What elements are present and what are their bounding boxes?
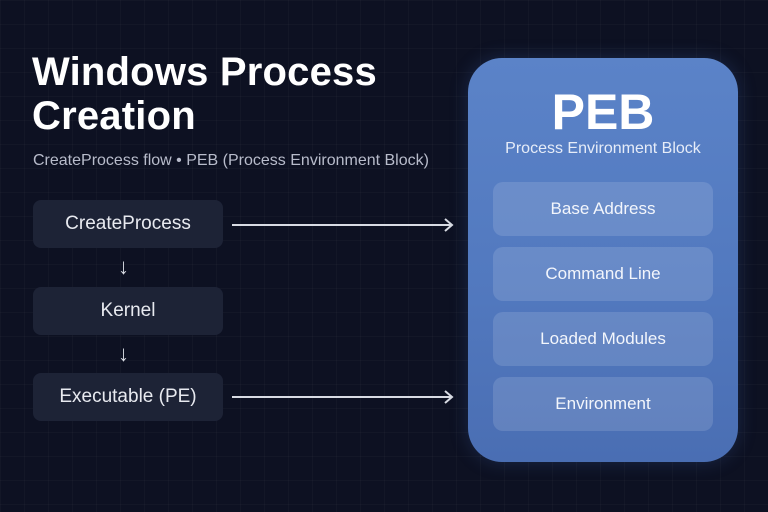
flow-step-executable: Executable (PE) <box>33 373 223 421</box>
peb-card: PEB Process Environment Block Base Addre… <box>468 58 738 462</box>
down-arrow-icon: ↓ <box>118 254 129 279</box>
flow-step-kernel: Kernel <box>33 287 223 335</box>
right-arrow-icon <box>232 390 454 404</box>
down-arrow-icon: ↓ <box>118 341 129 366</box>
peb-field-base-address: Base Address <box>493 182 713 236</box>
page-subtitle: CreateProcess flow • PEB (Process Enviro… <box>33 152 429 169</box>
page-title: Windows Process Creation <box>32 50 377 138</box>
peb-field-command-line: Command Line <box>493 247 713 301</box>
peb-title: PEB <box>551 84 655 140</box>
peb-field-loaded-modules: Loaded Modules <box>493 312 713 366</box>
flow-step-createprocess: CreateProcess <box>33 200 223 248</box>
peb-field-environment: Environment <box>493 377 713 431</box>
right-arrow-icon <box>232 218 454 232</box>
peb-subtitle: Process Environment Block <box>505 140 701 157</box>
